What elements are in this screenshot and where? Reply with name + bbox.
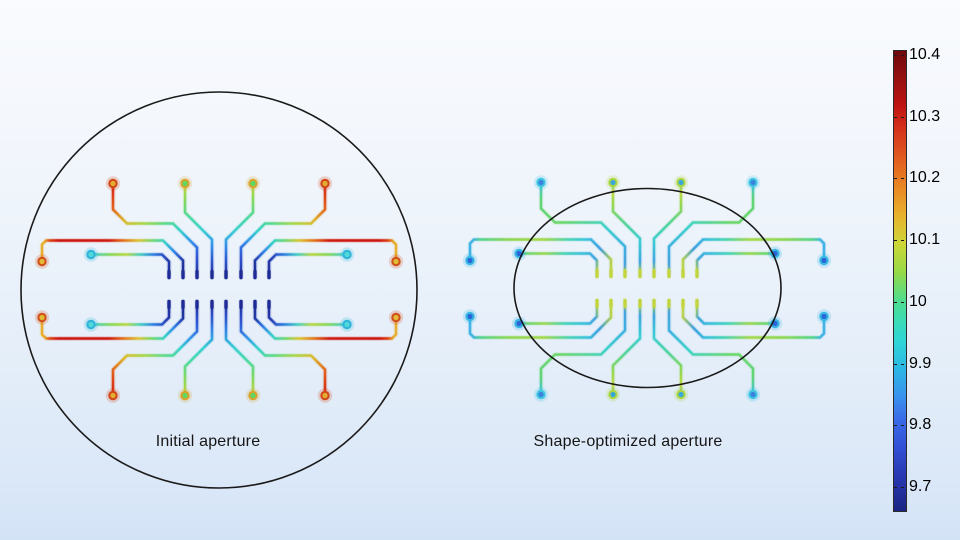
pad-core [678,179,684,186]
trace-glow [252,238,399,280]
trace [611,181,642,278]
pad-core [516,250,522,257]
trace [667,299,755,396]
pad-core [467,257,473,264]
pad-core [538,391,544,398]
trace-glow [694,251,778,279]
trace [89,300,171,326]
trace [183,182,214,279]
trace [239,300,327,397]
pad-layer [34,176,404,403]
trace [111,182,199,279]
pad-core [610,391,616,398]
trace-layer [40,182,398,397]
trace [667,181,755,278]
trace [652,181,683,278]
trace-glow [39,299,186,341]
pad-core [88,251,94,258]
trace [40,300,185,340]
trace [681,238,826,278]
pad-core [750,391,756,398]
trace [652,299,683,396]
tip-layer [595,268,699,309]
pad-core [182,180,188,187]
pad-core [467,313,473,320]
trace-glow [252,299,399,341]
trace [183,300,214,397]
pad-core [516,320,522,327]
optimized-aperture-label: Shape-optimized aperture [533,433,723,450]
trace-glow [266,252,350,280]
trace-bloom-layer [39,181,399,398]
tip-layer [167,269,271,310]
trace [224,182,255,279]
trace [253,300,398,340]
pad-core [110,392,116,399]
trace [539,299,627,396]
pad-core [821,257,827,264]
trace [468,238,613,278]
trace [611,299,642,396]
initial-aperture-figure [20,91,418,489]
trace [253,239,398,279]
optimized-aperture-outline [513,187,782,389]
pad-core [344,251,350,258]
trace-glow [88,252,172,280]
optimized-aperture-figure [462,175,832,402]
trace [539,181,627,278]
trace [111,300,199,397]
trace [695,299,777,325]
pad-core [39,314,45,321]
pad-core [821,313,827,320]
pad-core [250,392,256,399]
pad-core [250,180,256,187]
pad-core [750,179,756,186]
trace-glow [516,251,600,279]
trace-glow [88,299,172,327]
trace-layer [468,181,826,396]
trace-glow [516,298,600,326]
pad-core [538,179,544,186]
pad-core [88,321,94,328]
trace [239,182,327,279]
trace [267,300,349,326]
trace [224,300,255,397]
pad-core [322,392,328,399]
pad-core [110,180,116,187]
trace [40,239,185,279]
pad-layer [462,175,832,402]
trace [681,299,826,339]
pad-core [610,179,616,186]
trace-glow [39,238,186,280]
trace-bloom-layer [467,180,827,397]
pad-core [39,258,45,265]
trace [89,253,171,279]
pad-core [344,321,350,328]
pad-core [678,391,684,398]
trace [468,299,613,339]
trace [695,252,777,278]
trace-glow [680,298,827,340]
trace-glow [467,237,614,279]
pad-core [393,258,399,265]
trace-glow [694,298,778,326]
initial-aperture-label: Initial aperture [155,433,261,450]
pad-core [393,314,399,321]
trace-glow [467,298,614,340]
trace-glow [680,237,827,279]
trace-glow [266,299,350,327]
trace [517,252,599,278]
pad-core [182,392,188,399]
trace [267,253,349,279]
pad-core [322,180,328,187]
trace [517,299,599,325]
initial-aperture-outline [20,91,418,489]
